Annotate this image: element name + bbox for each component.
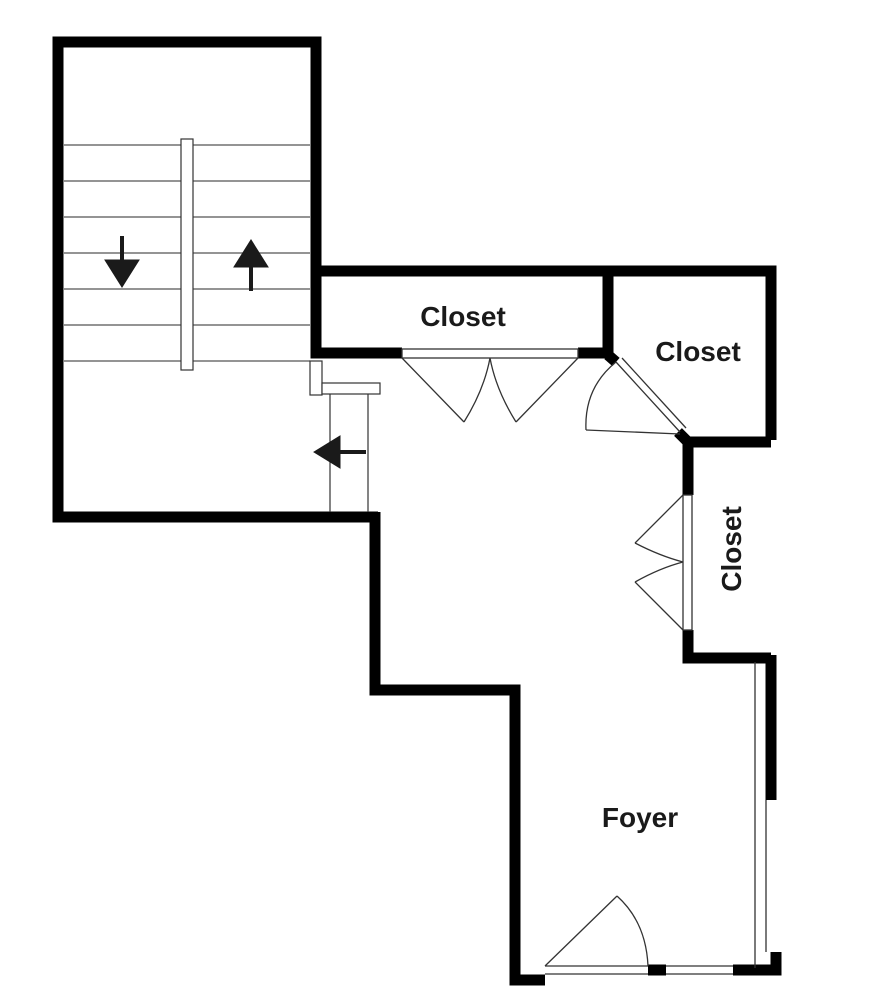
stairwell-walls xyxy=(52,36,378,523)
corner-closet-door[interactable] xyxy=(585,357,687,435)
entry-door[interactable] xyxy=(544,895,733,975)
closet-walls xyxy=(310,271,771,664)
top-closet-door[interactable] xyxy=(401,348,579,423)
stair-handrail xyxy=(180,138,194,371)
foyer-window xyxy=(754,662,767,968)
exterior-walls xyxy=(316,265,782,986)
closet-side-label: Closet xyxy=(716,506,747,592)
closet-top-label: Closet xyxy=(420,301,506,332)
closet-corner-label: Closet xyxy=(655,336,741,367)
side-closet-door[interactable] xyxy=(634,494,693,631)
arrow-up-icon xyxy=(233,239,269,291)
arrow-left-icon xyxy=(313,435,366,469)
landing-jamb xyxy=(309,360,381,512)
foyer-label: Foyer xyxy=(602,802,678,833)
arrow-down-icon xyxy=(104,236,140,288)
